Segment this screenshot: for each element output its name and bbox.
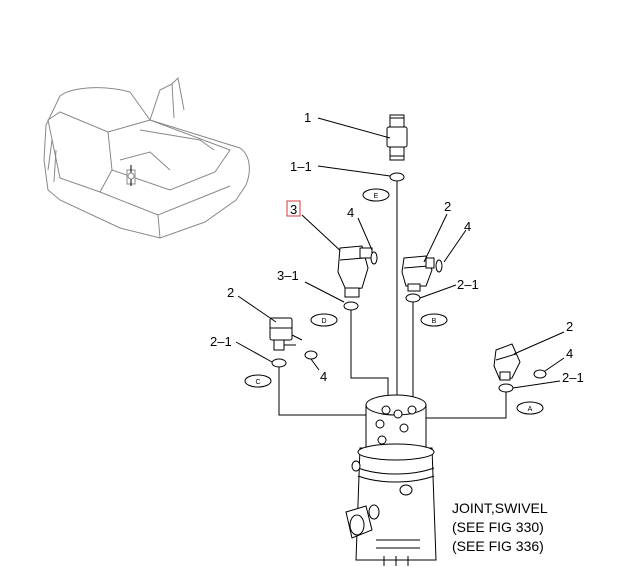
port-e-circle — [362, 188, 390, 202]
port-b-label: B — [432, 318, 437, 325]
port-d-label: D — [321, 318, 326, 325]
part-2-elbow-fitting-b — [401, 255, 435, 292]
callout-4-d: 4 — [566, 346, 573, 361]
callout-2-1-b: 2–1 — [210, 334, 232, 349]
port-b-circle — [420, 313, 448, 327]
o-ring-icon — [389, 172, 405, 182]
callout-1: 1 — [304, 110, 311, 125]
callout-3: 3 — [290, 202, 297, 217]
caption-line-2: (SEE FIG 330) — [452, 519, 544, 535]
machine-body-icon — [43, 76, 250, 239]
port-c-circle — [244, 374, 272, 388]
port-labels: E D B C A — [255, 193, 532, 413]
part-2-elbow-fitting-c — [269, 317, 303, 351]
o-ring-icon — [343, 301, 359, 311]
caption-line-3: (SEE FIG 336) — [452, 538, 544, 554]
o-ring-icon — [533, 369, 547, 379]
o-ring-icon — [370, 251, 378, 265]
part-3-elbow-fitting — [337, 245, 373, 298]
callout-4-c: 4 — [320, 369, 327, 384]
callout-2-b: 2 — [227, 285, 234, 300]
callout-4-b: 4 — [464, 219, 471, 234]
callout-3-highlight — [286, 200, 301, 217]
connection-lines — [278, 181, 507, 419]
callout-labels: 1 1–1 3 4 2 4 3–1 2–1 2 2–1 4 2 4 2–1 — [210, 110, 584, 385]
caption: JOINT,SWIVEL (SEE FIG 330) (SEE FIG 336) — [452, 500, 548, 554]
port-c-label: C — [255, 379, 260, 386]
callout-2-a: 2 — [444, 199, 451, 214]
part-2-elbow-fitting-a — [493, 343, 521, 381]
callout-4-a: 4 — [347, 205, 354, 220]
swivel-joint-icon — [345, 394, 437, 566]
o-ring-icon — [498, 383, 514, 393]
callout-2-1-c: 2–1 — [562, 370, 584, 385]
port-e-label: E — [374, 193, 379, 200]
callout-2-c: 2 — [566, 319, 573, 334]
port-a-label: A — [528, 406, 533, 413]
caption-line-1: JOINT,SWIVEL — [452, 500, 548, 516]
o-ring-icon — [271, 358, 287, 368]
callout-1-1: 1–1 — [290, 159, 312, 174]
o-ring-icon — [304, 350, 318, 360]
callout-3-1: 3–1 — [277, 268, 299, 283]
callout-2-1-a: 2–1 — [457, 277, 479, 292]
port-d-circle — [310, 313, 338, 327]
port-a-circle — [516, 401, 544, 415]
o-ring-icon — [435, 259, 443, 273]
part-1-fitting — [386, 114, 408, 161]
o-ring-icon — [405, 293, 421, 303]
